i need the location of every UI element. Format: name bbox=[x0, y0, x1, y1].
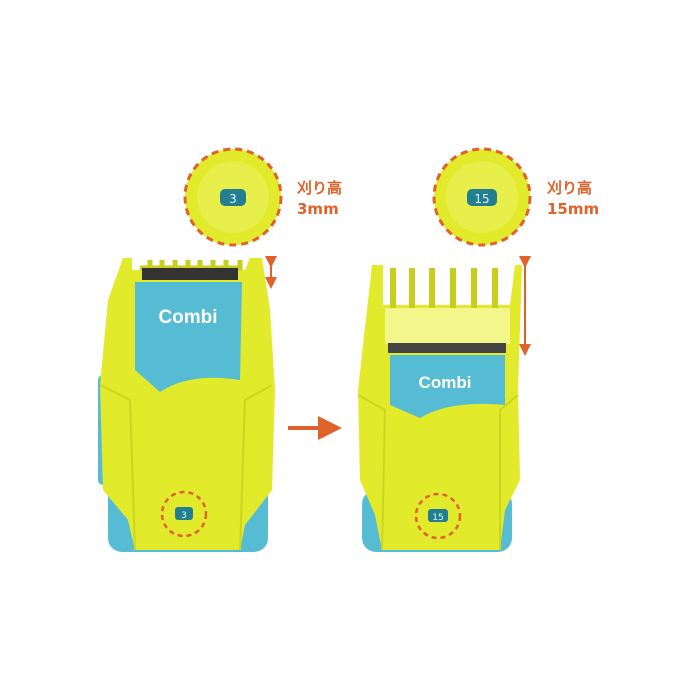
dial-value-left: 3 bbox=[229, 192, 237, 206]
cut-height-title-left: 刈り高 bbox=[297, 179, 343, 197]
dial-value-right: 15 bbox=[474, 192, 489, 206]
cut-height-label-left: 刈り高 3mm bbox=[297, 178, 342, 220]
dial-value-right-small: 15 bbox=[432, 513, 443, 523]
cut-height-label-right: 刈り高 15mm bbox=[547, 178, 599, 220]
cut-height-title-right: 刈り高 bbox=[547, 179, 593, 197]
dial-callout-left: 3 bbox=[183, 147, 283, 247]
cut-height-value-right: 15mm bbox=[547, 200, 600, 218]
dial-callout-right: 15 bbox=[432, 147, 532, 247]
cut-height-value-left: 3mm bbox=[297, 200, 339, 218]
brand-logo-left: Combi bbox=[158, 307, 217, 328]
dial-value-left-small: 3 bbox=[181, 511, 187, 521]
left-clipper: Combi 3 bbox=[98, 258, 275, 552]
right-clipper: Combi 15 bbox=[357, 265, 522, 552]
brand-logo-right: Combi bbox=[419, 373, 472, 392]
